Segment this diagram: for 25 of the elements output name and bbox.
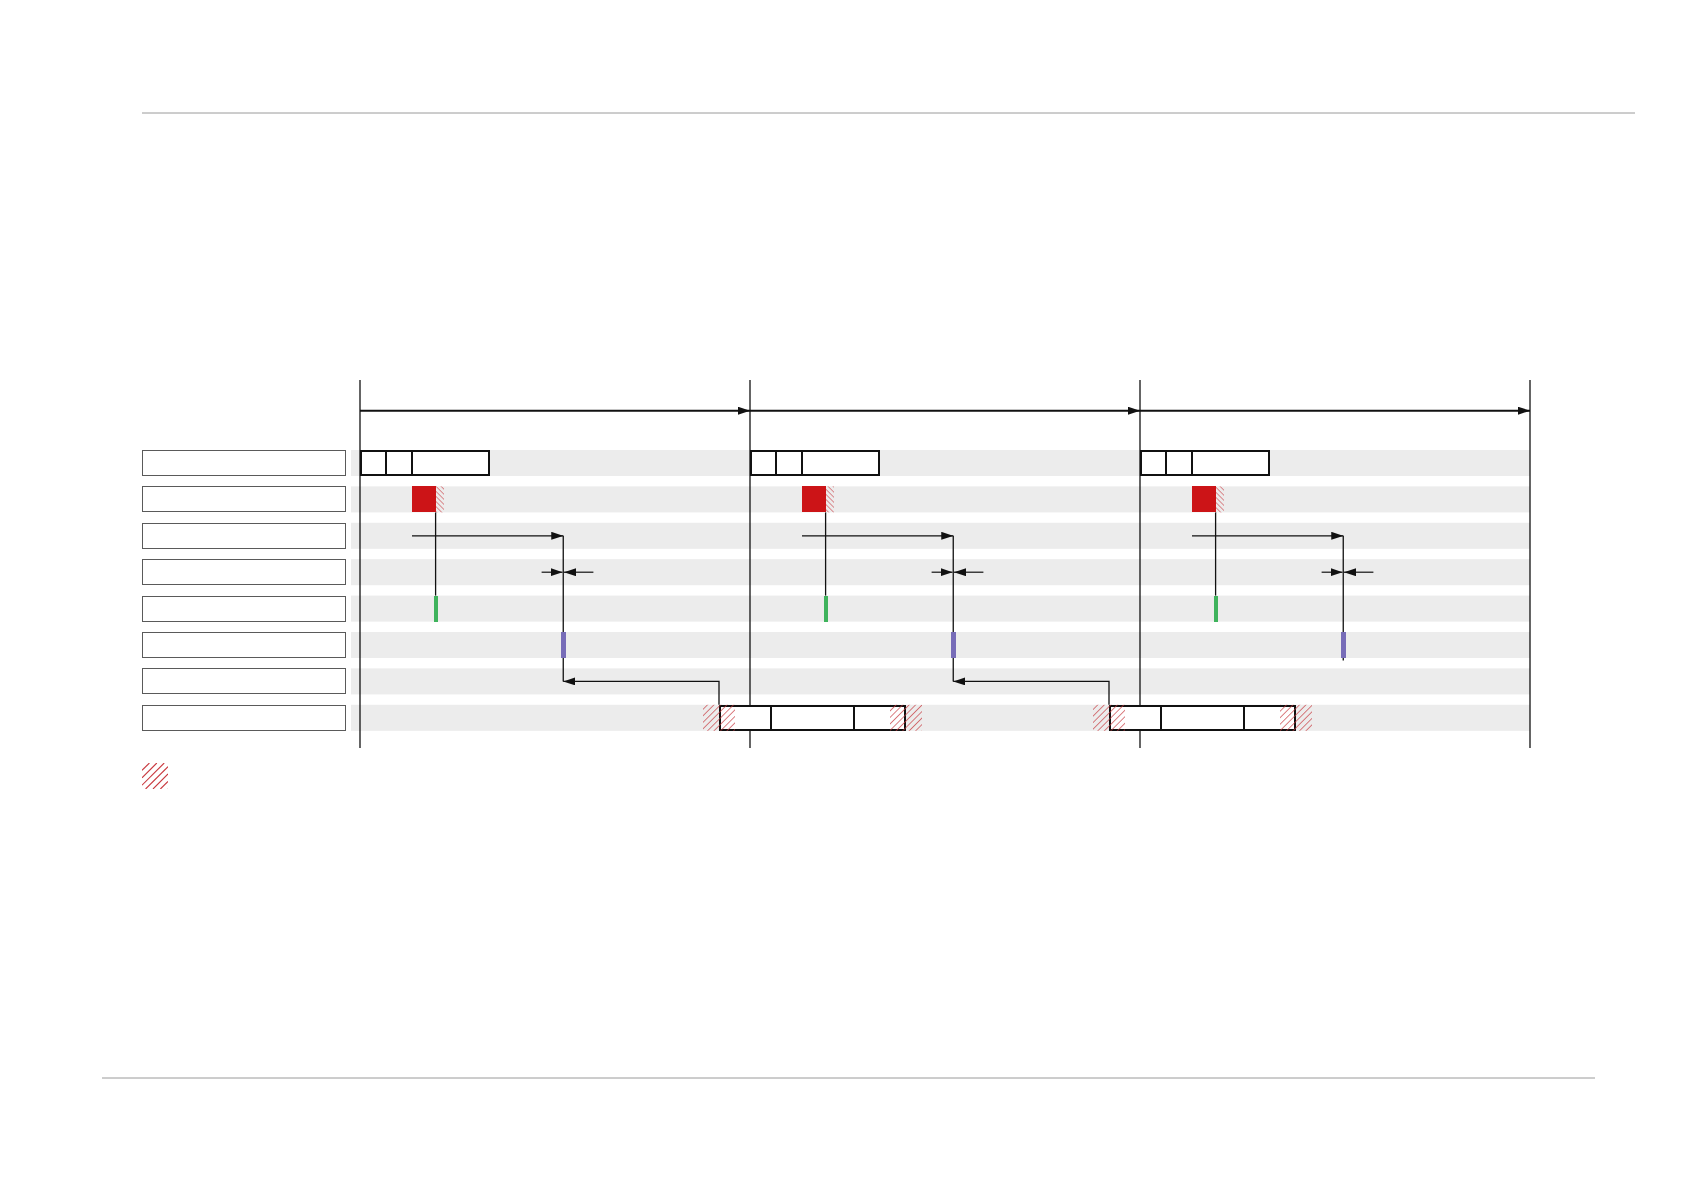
arrow <box>562 677 720 706</box>
connector-line <box>824 511 827 597</box>
row-header-box <box>142 595 346 622</box>
segmented-block <box>750 450 880 476</box>
event-tick <box>561 632 566 658</box>
event-tick <box>1341 632 1346 658</box>
event-tick <box>433 595 438 622</box>
trigger-block <box>412 486 436 513</box>
row-header-box <box>142 559 346 586</box>
connector-line <box>1214 511 1217 597</box>
arrow <box>952 677 1110 706</box>
row-header-box <box>142 704 346 731</box>
row-header-box <box>142 486 346 513</box>
trigger-block <box>1192 486 1216 513</box>
row-header-box <box>142 632 346 658</box>
segmented-block <box>360 450 490 476</box>
connector-line <box>434 511 437 597</box>
segmented-block <box>1140 450 1270 476</box>
row-header-box <box>142 668 346 695</box>
row-header-box <box>142 522 346 549</box>
event-tick <box>1213 595 1218 622</box>
event-tick <box>951 632 956 658</box>
event-tick <box>823 595 828 622</box>
row-header-box <box>142 450 346 476</box>
trigger-block <box>802 486 826 513</box>
